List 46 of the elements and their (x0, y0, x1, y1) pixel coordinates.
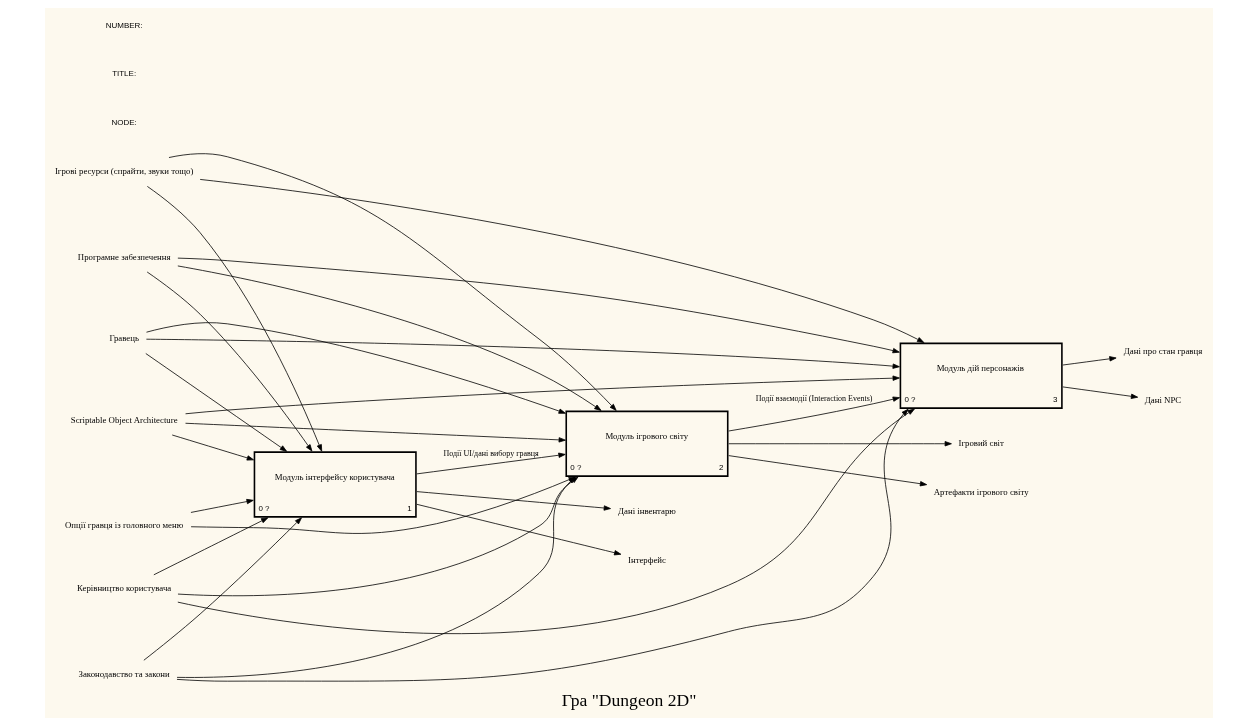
arrow (168, 153, 617, 411)
arrow (177, 408, 915, 634)
arrow (190, 476, 576, 534)
arrow (176, 476, 576, 678)
node-text: Дані NPC (1144, 394, 1182, 405)
node-text: Scriptable Object Architecture (70, 414, 178, 425)
arrow (728, 441, 952, 447)
arrow (416, 491, 611, 511)
arrow (146, 322, 566, 414)
arrow (143, 517, 302, 661)
arrow (177, 265, 602, 411)
node-text: Гравець (109, 333, 139, 344)
arrow (190, 498, 254, 513)
node-text: Законодавство та закони (78, 669, 170, 680)
node-text: Керівництво користувача (77, 583, 172, 594)
arrow (728, 455, 928, 487)
node-text: Ігровий світ (958, 437, 1004, 448)
edge-label: Події UI/дані вибору гравця (443, 448, 539, 458)
arrow (145, 353, 287, 452)
node-text: Дані про стан гравця (1123, 346, 1203, 357)
arrow (1062, 386, 1139, 399)
arrow (146, 186, 323, 452)
node-text: Інтерфейс (628, 554, 666, 565)
node-text: Опції гравця із головного меню (65, 519, 184, 530)
arrow (416, 503, 622, 556)
label: NODE: (111, 118, 137, 128)
label: NUMBER: (105, 20, 143, 30)
arrow (185, 375, 900, 415)
arrow (728, 396, 900, 432)
label: TITLE: (112, 69, 137, 79)
arrow (1062, 356, 1117, 366)
arrow (416, 452, 566, 475)
arrow (176, 408, 909, 682)
diagram-title: Гра "Dungeon 2D" (561, 690, 697, 711)
edge-label: Події взаємодії (Interaction Events) (755, 394, 873, 404)
arrow (171, 434, 254, 461)
node-text: Артефакти ігрового світу (933, 486, 1029, 497)
arrow (146, 338, 900, 369)
node-text: Дані інвентарю (618, 505, 676, 516)
arrow (177, 257, 900, 354)
node-text: Програмне забезпечення (77, 251, 171, 262)
arrow (199, 179, 925, 343)
arrow (185, 422, 566, 443)
node-text: Ігрові ресурси (спрайти, звуки тощо) (54, 166, 194, 177)
arrow (153, 517, 269, 576)
arrow (146, 271, 313, 452)
